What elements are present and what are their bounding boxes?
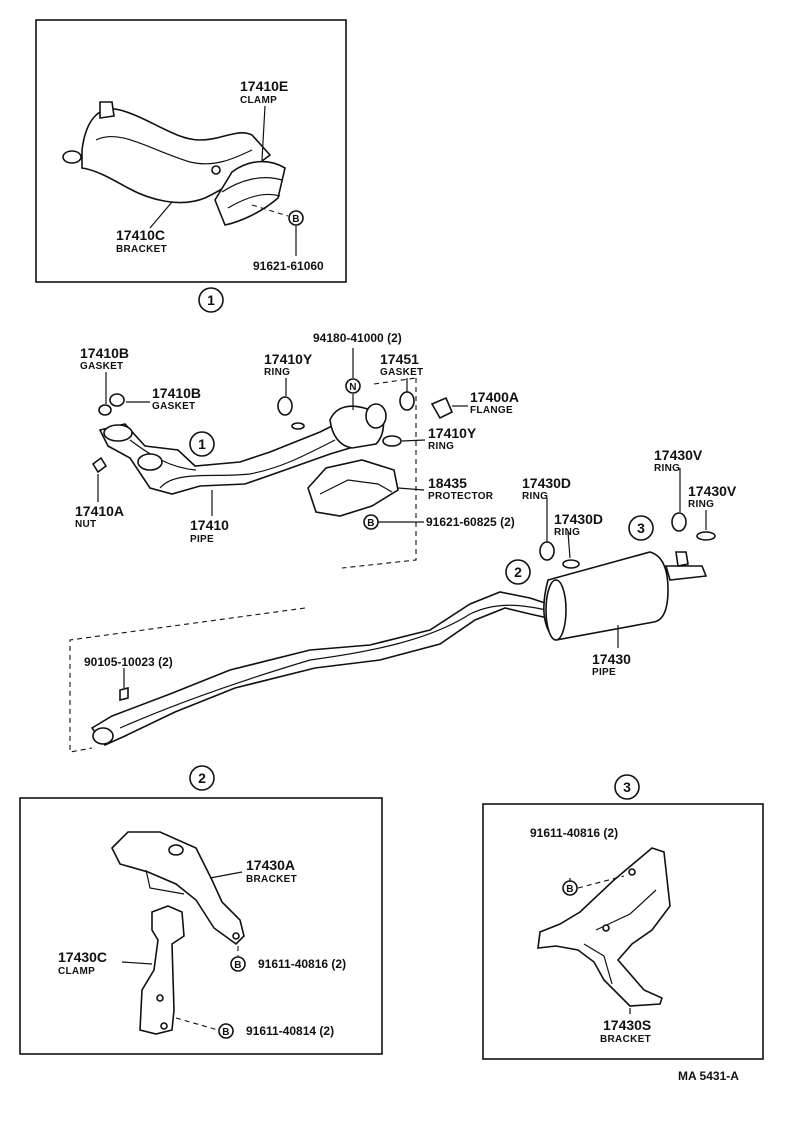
nut-n-symbol: N bbox=[349, 382, 357, 393]
inset-3: 91611-40816 (2) B 17430S BRACKET bbox=[482, 803, 764, 1060]
inset-3-frame bbox=[482, 803, 764, 1060]
callout-3-label: 3 bbox=[623, 779, 631, 795]
gasket-b-drawing bbox=[109, 393, 125, 407]
nut-drawing bbox=[91, 456, 108, 474]
gasket-a-drawing bbox=[98, 404, 112, 416]
inset2-clamp-name: CLAMP bbox=[58, 966, 95, 977]
inset2-bracket-pn: 17430A bbox=[246, 857, 295, 873]
inset-1: 17410E CLAMP 17410C BRACKET B 91621-6106… bbox=[35, 19, 347, 283]
ring-d2-drawing bbox=[562, 559, 580, 569]
inset-2-frame bbox=[19, 797, 383, 1055]
pipe-front-name: PIPE bbox=[190, 534, 214, 545]
gasket-17451-name: GASKET bbox=[380, 367, 423, 378]
ring-d1-pn: 17430D bbox=[522, 475, 571, 491]
ring-y2-name: RING bbox=[428, 441, 454, 452]
gasket-b-pn: 17410B bbox=[152, 385, 201, 401]
inset2-bolt-b-pn: 91611-40814 (2) bbox=[246, 1024, 334, 1038]
ring-y1-name: RING bbox=[264, 367, 290, 378]
flange-name: FLANGE bbox=[470, 405, 513, 416]
inset3-bolt-pn: 91611-40816 (2) bbox=[530, 826, 618, 840]
inset3-bracket-pn: 17430S bbox=[603, 1017, 651, 1033]
inset1-clamp-pn: 17410E bbox=[240, 78, 288, 94]
ring-d1-drawing bbox=[539, 541, 555, 561]
ring-v2-drawing bbox=[696, 531, 716, 541]
inset-2: 17430A BRACKET 17430C CLAMP B 91611-4081… bbox=[19, 797, 383, 1055]
nut-n-symbol-circle bbox=[345, 378, 361, 394]
ring-v2-pn: 17430V bbox=[688, 483, 737, 499]
bracket-17410c-drawing bbox=[81, 108, 272, 204]
ring-v1-name: RING bbox=[654, 463, 680, 474]
ring-d2-pn: 17430D bbox=[554, 511, 603, 527]
inset2-bolt-a-circle bbox=[230, 956, 246, 972]
protector-18435-drawing bbox=[307, 459, 399, 517]
inset1-clamp-name: CLAMP bbox=[240, 95, 277, 106]
gasket-17451-drawing bbox=[399, 391, 415, 411]
inset3-bracket-name: BRACKET bbox=[600, 1034, 651, 1045]
nut-pn: 17410A bbox=[75, 503, 124, 519]
callout-2-circle bbox=[189, 765, 215, 791]
inset1-bracket-name: BRACKET bbox=[116, 244, 167, 255]
inset1-bracket-pn: 17410C bbox=[116, 227, 165, 243]
muffler-drawing bbox=[543, 551, 669, 641]
bolt-prot-symbol-circle bbox=[363, 514, 379, 530]
flange-17400a-drawing bbox=[430, 396, 454, 420]
inset1-bolt-symbol-circle bbox=[288, 210, 304, 226]
tailpipe-drawing bbox=[664, 565, 708, 581]
center-bolt-drawing bbox=[119, 686, 129, 702]
ring-v1-pn: 17430V bbox=[654, 447, 703, 463]
clamp-17430c-drawing bbox=[139, 905, 185, 1035]
inset2-clamp-pn: 17430C bbox=[58, 949, 107, 965]
callout-3-main-label: 3 bbox=[637, 520, 645, 536]
ring-y2-drawing bbox=[382, 435, 402, 447]
ring-y1-drawing bbox=[277, 396, 293, 416]
gasket-17451-pn: 17451 bbox=[380, 351, 419, 367]
callout-2-label: 2 bbox=[198, 770, 206, 786]
callout-2-main-label: 2 bbox=[514, 564, 522, 580]
nut-name: NUT bbox=[75, 519, 96, 530]
bolt-prot-symbol: B bbox=[367, 518, 375, 529]
pipe-rear-name: PIPE bbox=[592, 667, 616, 678]
inset1-bolt-symbol: B bbox=[292, 214, 300, 225]
pipe-rear-pn: 17430 bbox=[592, 651, 631, 667]
protector-name: PROTECTOR bbox=[428, 491, 494, 502]
ring-d2-name: RING bbox=[554, 527, 580, 538]
callout-3-circle bbox=[614, 774, 640, 800]
inset3-bolt-circle bbox=[562, 880, 578, 896]
nut-n-pn: 94180-41000 (2) bbox=[313, 331, 402, 345]
gasket-a-name: GASKET bbox=[80, 361, 123, 372]
protector-pn: 18435 bbox=[428, 475, 467, 491]
inset3-bolt-symbol: B bbox=[566, 884, 574, 895]
ring-y2-pn: 17410Y bbox=[428, 425, 477, 441]
flange-pn: 17400A bbox=[470, 389, 519, 405]
inset1-bolt-pn: 91621-61060 bbox=[253, 259, 324, 273]
inset-1-frame bbox=[35, 19, 347, 283]
inset2-bolt-a-symbol: B bbox=[234, 960, 242, 971]
bracket-17430a-drawing bbox=[111, 831, 245, 946]
bolt-prot-pn: 91621-60825 (2) bbox=[426, 515, 515, 529]
inset2-bracket-name: BRACKET bbox=[246, 874, 297, 885]
inset2-bolt-b-symbol: B bbox=[222, 1027, 230, 1038]
ring-v1-drawing bbox=[671, 512, 687, 532]
pipe-front-pn: 17410 bbox=[190, 517, 229, 533]
footer-reference: MA 5431-A bbox=[678, 1069, 739, 1083]
inset2-bolt-b-circle bbox=[218, 1023, 234, 1039]
ring-v2-name: RING bbox=[688, 499, 714, 510]
callout-1-main-label: 1 bbox=[198, 436, 206, 452]
ring-y1-pn: 17410Y bbox=[264, 351, 313, 367]
ring-d1-name: RING bbox=[522, 491, 548, 502]
callout-1-circle bbox=[198, 287, 224, 313]
inset2-bolt-a-pn: 91611-40816 (2) bbox=[258, 957, 346, 971]
main-assembly: 1 2 3 bbox=[69, 331, 737, 753]
bolt-center-pn: 90105-10023 (2) bbox=[84, 655, 173, 669]
callout-1-label: 1 bbox=[207, 292, 215, 308]
gasket-b-name: GASKET bbox=[152, 401, 195, 412]
gasket-a-pn: 17410B bbox=[80, 345, 129, 361]
